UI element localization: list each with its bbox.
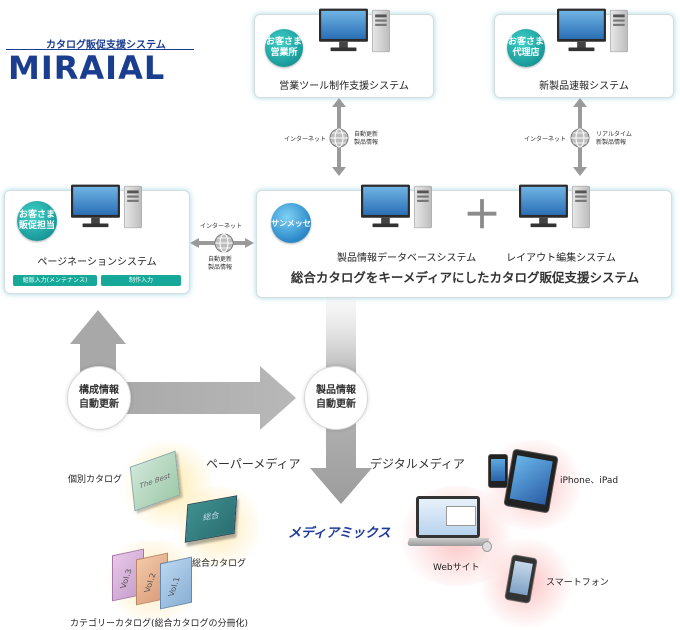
smartphone-label: スマートフォン [546, 578, 609, 588]
layout-computer-icon [519, 177, 591, 237]
sunmesse-badge-text: サンメッセ [271, 218, 311, 228]
customer-promo-panel: お客さま 販促担当 ページネーションシステム 組版入力(メンテナンス) 制作入力 [4, 190, 190, 294]
sunmesse-panel: サンメッセ ＋ 製品情報データベースシステム レイアウト編集システム 総合カタロ… [256, 190, 672, 298]
product-info-label: 製品情報 [354, 139, 379, 146]
database-computer-icon [361, 177, 433, 237]
product-info-label: 製品情報 [208, 264, 233, 271]
website-label: Webサイト [433, 563, 480, 573]
vol1-label: Vol.1 [166, 576, 182, 598]
auto-update-label: 自動更新 [208, 256, 233, 263]
product-info-line2: 自動更新 [316, 399, 356, 410]
new-product-system-label: 新製品速報システム [539, 81, 629, 92]
iphone-small-icon [488, 454, 508, 488]
agency-computer-icon [557, 1, 629, 61]
agency-badge-text: お客さま 代理店 [507, 37, 544, 58]
new-product-info-label: 新製品情報 [596, 139, 627, 146]
internet-label: インターネット [524, 136, 567, 143]
total-catalog-label: 総合カタログ [192, 559, 247, 569]
sales-office-computer-icon [319, 1, 391, 61]
auto-update-label: 自動更新 [354, 131, 379, 138]
sales-tool-system-label: 営業ツール制作支援システム [279, 81, 409, 92]
logo-name: MIRAIAL [8, 49, 166, 87]
sunmesse-badge: サンメッセ [271, 203, 311, 243]
structure-info-line1: 構成情報 [79, 385, 119, 396]
paper-media-label: ペーパーメディア [206, 457, 301, 471]
individual-catalog-label: 個別カタログ [68, 475, 123, 485]
main-headline: 総合カタログをキーメディアにしたカタログ販促支援システム [290, 270, 640, 285]
logo: カタログ販促支援システム MIRAIAL [6, 36, 194, 86]
category-book-3-icon: Vol.1 [160, 556, 192, 610]
structure-info-text: 構成情報 自動更新 [79, 384, 119, 412]
vol2-label: Vol.2 [142, 572, 158, 594]
database-system-label: 製品情報データベースシステム [337, 253, 477, 264]
structure-info-circle: 構成情報 自動更新 [67, 366, 131, 430]
internet-label: インターネット [284, 136, 327, 143]
media-mix-label: メディアミックス [288, 526, 391, 541]
product-info-line1: 製品情報 [316, 385, 356, 396]
connector-middle: インターネット 自動更新 製品情報 [190, 218, 254, 278]
production-input-button[interactable]: 制作入力 [101, 275, 181, 286]
sales-office-badge: お客さま 営業所 [265, 29, 303, 67]
sales-office-panel: お客さま 営業所 営業ツール制作支援システム [254, 14, 434, 98]
product-info-circle: 製品情報 自動更新 [304, 366, 368, 430]
connector-top-right: インターネット リアルタイム 新製品情報 [480, 98, 650, 176]
realtime-label: リアルタイム [596, 131, 632, 138]
structure-info-line2: 自動更新 [79, 399, 119, 410]
globe-icon [329, 128, 349, 148]
customer-promo-badge: お客さま 販促担当 [17, 201, 57, 241]
agency-panel: お客さま 代理店 新製品速報システム [494, 14, 674, 98]
customer-promo-badge-text: お客さま 販促担当 [18, 210, 55, 231]
pagination-system-label: ページネーションシステム [37, 257, 157, 268]
globe-icon [214, 233, 234, 253]
sales-office-badge-text: お客さま 営業所 [265, 37, 302, 58]
book-title-text: The Best [139, 471, 171, 491]
iphone-ipad-label: iPhone、iPad [560, 476, 619, 486]
mouse-icon [482, 541, 492, 552]
agency-badge: お客さま 代理店 [507, 29, 545, 67]
logo-subtitle: カタログ販促支援システム [46, 40, 166, 51]
layout-input-button[interactable]: 組版入力(メンテナンス) [13, 275, 97, 286]
right-arrow-shape [100, 366, 296, 430]
digital-media-label: デジタルメディア [370, 457, 465, 471]
product-info-text: 製品情報 自動更新 [316, 384, 356, 412]
vol3-label: Vol.3 [118, 568, 134, 590]
total-book-title: 総合 [202, 510, 220, 523]
customer-promo-computer-icon [71, 177, 143, 237]
internet-label: インターネット [200, 223, 243, 230]
plus-icon: ＋ [463, 193, 502, 237]
laptop-icon [406, 496, 490, 548]
globe-icon [570, 128, 590, 148]
connector-top-left: インターネット 自動更新 製品情報 [240, 98, 400, 176]
logo-rule [6, 49, 194, 50]
category-catalog-label: カテゴリーカタログ(総合カタログの分冊化) [70, 619, 249, 629]
layout-edit-system-label: レイアウト編集システム [506, 253, 616, 264]
